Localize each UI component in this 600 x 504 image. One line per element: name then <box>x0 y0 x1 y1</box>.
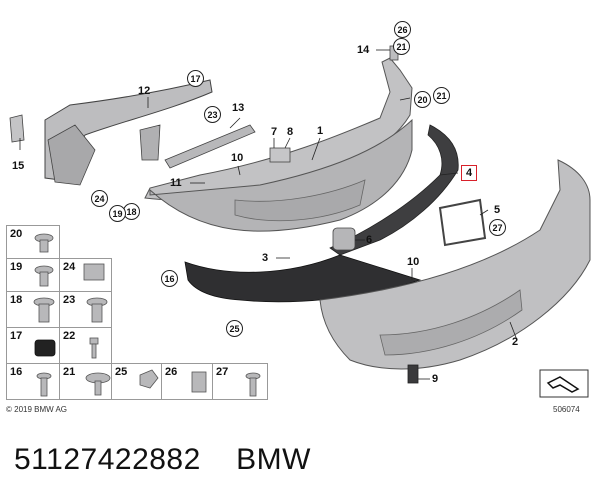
label-9: 9 <box>432 373 439 385</box>
orientation-arrow-icon <box>546 376 580 393</box>
label-8: 8 <box>287 126 294 138</box>
part-caption: 51127422882 BMW <box>14 443 311 477</box>
label-6: 6 <box>366 234 373 246</box>
callout-24: 24 <box>91 190 108 207</box>
bracket-15 <box>9 114 25 143</box>
rear-bumper-cover <box>319 159 591 370</box>
label-2: 2 <box>512 336 519 348</box>
callout-25: 25 <box>226 320 243 337</box>
grid-label: 17 <box>10 330 23 342</box>
brand-name: BMW <box>236 443 311 476</box>
grid-label: 19 <box>10 261 23 273</box>
grid-label: 26 <box>165 366 178 378</box>
callout-21: 21 <box>393 38 410 55</box>
label-12: 12 <box>138 85 151 97</box>
label-1: 1 <box>317 125 324 137</box>
grid-label: 20 <box>10 228 23 240</box>
label-5: 5 <box>494 204 501 216</box>
grid-cell: 18 <box>6 291 60 328</box>
grid-label: 22 <box>63 330 76 342</box>
copyright-text: © 2019 BMW AG <box>6 405 68 414</box>
label-10: 10 <box>231 152 244 164</box>
diagram-drawing <box>9 45 591 398</box>
part-9 <box>407 364 419 384</box>
bumper-carrier <box>44 79 213 181</box>
callout-26: 26 <box>394 21 411 38</box>
callout-19: 19 <box>109 205 126 222</box>
part-6 <box>332 227 356 251</box>
callout-20: 20 <box>414 91 431 108</box>
label-4-highlight: 4 <box>461 165 477 181</box>
grid-cell: 25 <box>111 363 162 400</box>
grid-cell: 22 <box>59 327 112 364</box>
grid-cell: 20 <box>6 225 60 259</box>
callout-23: 23 <box>204 106 221 123</box>
grid-label: 18 <box>10 294 23 306</box>
grid-label: 23 <box>63 294 76 306</box>
grid-cell: 23 <box>59 291 112 328</box>
callout-21: 21 <box>433 87 450 104</box>
callout-16: 16 <box>161 270 178 287</box>
label-10: 10 <box>407 256 420 268</box>
grid-label: 25 <box>115 366 128 378</box>
callout-17: 17 <box>187 70 204 87</box>
part-5 <box>438 198 487 247</box>
label-3: 3 <box>262 252 269 264</box>
grommet-17 <box>34 339 56 357</box>
grid-label: 24 <box>63 261 76 273</box>
part-7-8 <box>269 147 291 163</box>
label-13: 13 <box>232 102 245 114</box>
bracket-13 <box>164 124 256 169</box>
grid-label: 16 <box>10 366 23 378</box>
parts-diagram: 20 19 24 18 23 17 22 16 21 25 26 27 1 2 … <box>6 21 591 414</box>
label-14: 14 <box>357 44 370 56</box>
grid-label: 21 <box>63 366 76 378</box>
hardware-drawings <box>33 233 261 397</box>
callout-18: 18 <box>123 203 140 220</box>
grid-label: 27 <box>216 366 229 378</box>
part-number: 51127422882 <box>14 443 201 476</box>
label-7: 7 <box>271 126 278 138</box>
diagram-reference-number: 506074 <box>553 405 580 414</box>
label-15: 15 <box>12 160 25 172</box>
label-11: 11 <box>170 177 182 189</box>
grid-cell: 27 <box>212 363 268 400</box>
callout-27: 27 <box>489 219 506 236</box>
